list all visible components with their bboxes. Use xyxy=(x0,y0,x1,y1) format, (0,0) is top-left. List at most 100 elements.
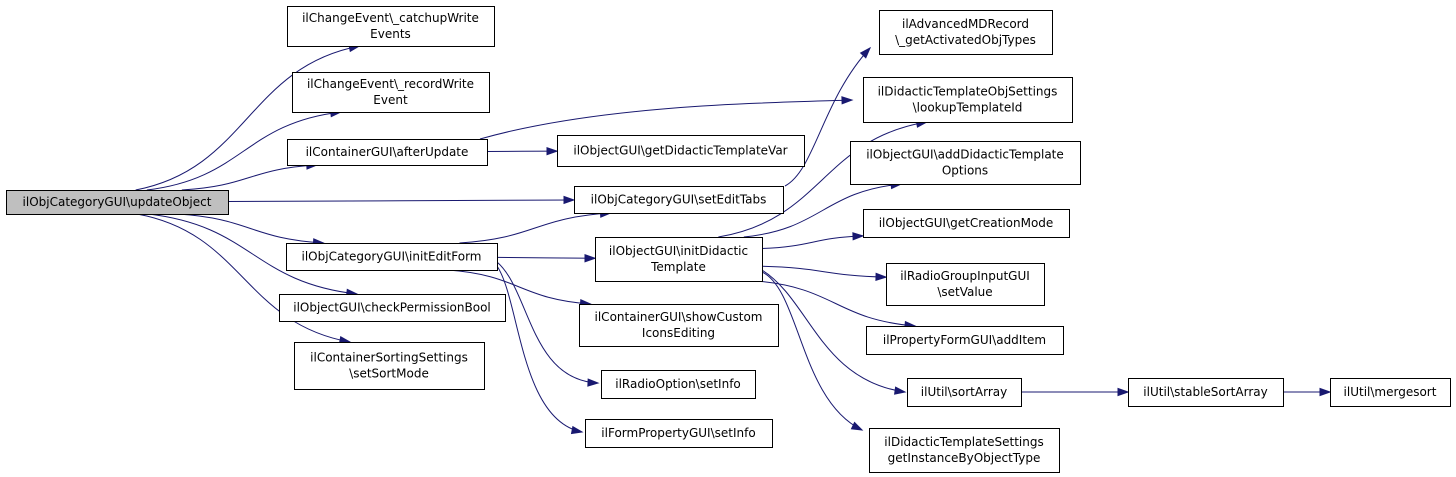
node-label: ilContainerGUI\afterUpdate xyxy=(306,145,469,159)
arrowhead xyxy=(852,232,865,241)
edge-after-update-to-get-didactic-template-var xyxy=(486,146,559,156)
edge-init-edit-form-to-set-edit-tabs xyxy=(459,209,613,244)
node-box xyxy=(286,243,498,271)
edge-line xyxy=(136,213,350,343)
edge-update-object-to-set-sort-mode xyxy=(136,213,352,345)
node-update-object[interactable]: ilObjCategoryGUI\updateObject xyxy=(6,190,229,215)
node-box xyxy=(863,209,1070,238)
edge-line xyxy=(743,183,902,238)
node-label: ilObjectGUI\checkPermissionBool xyxy=(293,301,491,315)
arrowhead xyxy=(563,195,576,205)
node-label: IconsEditing xyxy=(642,326,715,340)
edge-line xyxy=(459,212,611,244)
node-label: ilChangeEvent\_recordWrite xyxy=(307,77,474,91)
edge-init-didactic-template-to-get-instance-by-object-type xyxy=(761,271,864,431)
node-after-update[interactable]: ilContainerGUI\afterUpdate xyxy=(287,139,488,166)
node-box xyxy=(585,419,773,448)
node-label: ilContainerSortingSettings xyxy=(310,351,468,365)
node-box xyxy=(6,190,229,215)
arrowhead xyxy=(570,425,584,435)
node-label: ilObjCategoryGUI\initEditForm xyxy=(302,250,482,264)
node-get-activated-obj-types[interactable]: ilAdvancedMDRecord\_getActivatedObjTypes xyxy=(879,10,1053,55)
edge-line xyxy=(761,265,887,278)
edge-line xyxy=(148,213,357,295)
node-mergesort[interactable]: ilUtil\mergesort xyxy=(1330,378,1451,407)
node-label: ilDidacticTemplateObjSettings xyxy=(878,85,1058,99)
node-radio-group-set-value[interactable]: ilRadioGroupInputGUI \setValue xyxy=(886,263,1045,306)
node-label: ilObjectGUI\getCreationMode xyxy=(879,216,1054,230)
node-set-sort-mode[interactable]: ilContainerSortingSettings \setSortMode xyxy=(294,342,485,390)
node-label: ilObjCategoryGUI\setEditTabs xyxy=(591,193,767,207)
arrowhead xyxy=(841,96,854,105)
node-box xyxy=(1128,378,1284,407)
node-box xyxy=(863,77,1073,123)
edge-line xyxy=(479,99,853,140)
arrowhead xyxy=(584,254,597,263)
node-box xyxy=(879,10,1053,55)
node-box xyxy=(574,186,784,214)
edge-line xyxy=(496,265,583,433)
node-label: ilChangeEvent\_catchupWrite xyxy=(302,11,479,25)
node-form-property-set-info[interactable]: ilFormPropertyGUI\setInfo xyxy=(585,419,773,448)
node-box xyxy=(287,6,495,47)
node-box xyxy=(1330,378,1451,407)
node-add-item[interactable]: ilPropertyFormGUI\addItem xyxy=(866,326,1064,355)
node-label: Event xyxy=(373,93,408,107)
edge-init-didactic-template-to-radio-group-set-value xyxy=(761,265,888,282)
edge-update-object-to-set-edit-tabs xyxy=(227,195,576,205)
edge-line xyxy=(146,111,341,191)
edge-update-object-to-init-edit-form xyxy=(177,213,326,247)
node-radio-option-set-info[interactable]: ilRadioOption\setInfo xyxy=(601,370,756,399)
node-box xyxy=(294,342,485,390)
node-box xyxy=(595,237,763,282)
edge-line xyxy=(177,213,324,244)
arrowhead xyxy=(546,146,559,156)
edge-update-object-to-catchup-write-events xyxy=(135,43,361,191)
arrowhead xyxy=(1117,387,1130,397)
edge-after-update-to-lookup-template-id xyxy=(479,96,854,140)
node-label: ilObjectGUI\initDidactic xyxy=(609,244,748,258)
node-label: \_getActivatedObjTypes xyxy=(895,33,1036,47)
node-check-permission-bool[interactable]: ilObjectGUI\checkPermissionBool xyxy=(279,294,506,322)
node-box xyxy=(886,263,1045,306)
edge-line xyxy=(756,280,916,327)
node-label: Options xyxy=(942,164,988,178)
node-label: Template xyxy=(650,260,706,274)
arrowhead xyxy=(587,378,600,387)
node-label: ilRadioGroupInputGUI xyxy=(900,269,1030,283)
node-label: ilContainerGUI\showCustom xyxy=(595,310,763,324)
edge-set-edit-tabs-to-get-activated-obj-types xyxy=(784,46,872,187)
node-get-creation-mode[interactable]: ilObjectGUI\getCreationMode xyxy=(863,209,1070,238)
node-box xyxy=(907,378,1022,407)
edge-line xyxy=(761,271,863,431)
node-label: ilUtil\sortArray xyxy=(921,385,1007,399)
node-label: ilFormPropertyGUI\setInfo xyxy=(601,426,755,440)
node-get-didactic-template-var[interactable]: ilObjectGUI\getDidacticTemplateVar xyxy=(557,135,805,167)
node-init-edit-form[interactable]: ilObjCategoryGUI\initEditForm xyxy=(286,243,498,271)
edge-init-edit-form-to-form-property-set-info xyxy=(496,265,584,435)
edge-init-didactic-template-to-sort-array xyxy=(761,269,907,395)
node-get-instance-by-object-type[interactable]: ilDidacticTemplateSettingsgetInstanceByO… xyxy=(869,428,1060,473)
node-lookup-template-id[interactable]: ilDidacticTemplateObjSettings\lookupTemp… xyxy=(863,77,1073,123)
node-sort-array[interactable]: ilUtil\sortArray xyxy=(907,378,1022,407)
node-stable-sort-array[interactable]: ilUtil\stableSortArray xyxy=(1128,378,1284,407)
node-set-edit-tabs[interactable]: ilObjCategoryGUI\setEditTabs xyxy=(574,186,784,214)
edge-init-edit-form-to-init-didactic-template xyxy=(496,254,597,263)
arrowhead xyxy=(875,272,888,282)
edge-line xyxy=(784,47,871,187)
node-label: \setValue xyxy=(937,285,992,299)
node-box xyxy=(850,141,1081,185)
node-label: ilDidacticTemplateSettings xyxy=(884,435,1043,449)
node-box xyxy=(601,370,756,399)
node-box xyxy=(579,304,779,347)
node-box xyxy=(869,428,1060,473)
node-box xyxy=(292,72,490,113)
edge-init-edit-form-to-radio-option-set-info xyxy=(496,261,600,387)
node-label: \setSortMode xyxy=(349,367,429,381)
